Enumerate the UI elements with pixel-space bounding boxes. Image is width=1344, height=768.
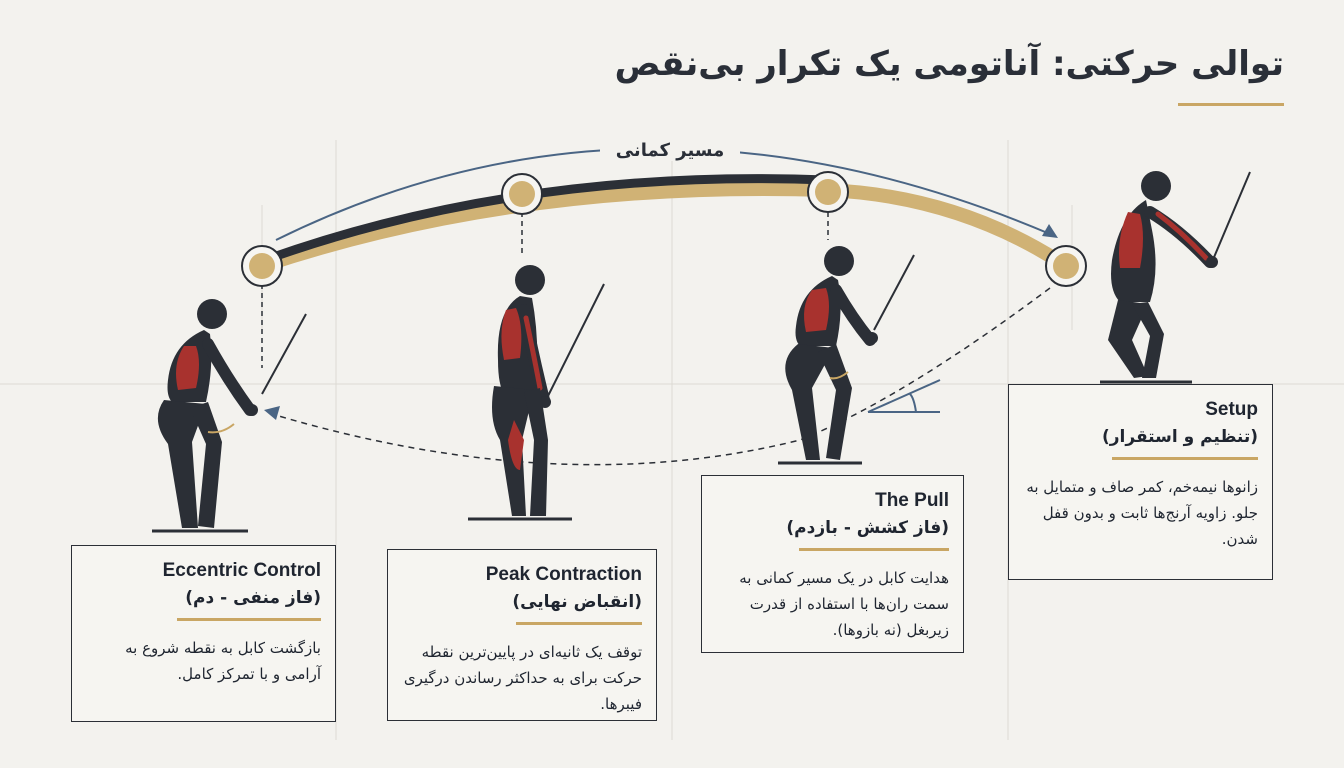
title-underline xyxy=(1178,103,1284,106)
angle-icon xyxy=(867,379,941,413)
phase-title-fa: (فاز کشش - بازدم) xyxy=(786,518,949,538)
phase-title-fa: (انقباض نهایی) xyxy=(512,592,642,612)
phase-title-en: Peak Contraction xyxy=(485,564,642,585)
arc-path-label: مسیر کمانی xyxy=(600,140,740,161)
phase-title-fa: (تنظیم و استقرار) xyxy=(1101,427,1258,447)
phase-title-underline xyxy=(516,622,642,625)
arc-node-1 xyxy=(241,245,283,287)
phase-title-underline xyxy=(1112,457,1258,460)
phase-card-eccentric: Eccentric Control (فاز منفی - دم) بازگشت… xyxy=(71,545,336,722)
phase-title-underline xyxy=(799,548,949,551)
node-drop-lines xyxy=(261,212,829,368)
person-peak-icon xyxy=(492,265,605,516)
arc-node-2 xyxy=(501,173,543,215)
return-arrowhead-icon xyxy=(264,406,280,420)
phase-title-underline xyxy=(177,618,321,621)
arc-node-3 xyxy=(807,171,849,213)
person-setup-icon xyxy=(1108,171,1251,378)
phase-description: هدایت کابل در یک مسیر کمانی به سمت ران‌ه… xyxy=(739,569,949,639)
phase-description: بازگشت کابل به نقطه شروع به آرامی و با ت… xyxy=(125,639,321,683)
arc-node-4 xyxy=(1045,245,1087,287)
return-path-arrow xyxy=(271,287,1051,466)
ground-lines xyxy=(152,380,1192,533)
arc-path-gold xyxy=(255,181,1073,273)
phase-title-en: The Pull xyxy=(875,490,949,511)
page-title: توالی حرکتی: آناتومی یک تکرار بی‌نقص xyxy=(614,44,1284,84)
phase-description: توقف یک ثانیه‌ای در پایین‌ترین نقطه حرکت… xyxy=(403,643,642,713)
phase-title-en: Setup xyxy=(1205,399,1258,420)
person-pull-icon xyxy=(785,246,915,460)
phase-card-setup: Setup (تنظیم و استقرار) زانوها نیمه‌خم، … xyxy=(1008,384,1273,580)
phase-title-en: Eccentric Control xyxy=(162,560,321,581)
arc-arrowhead-icon xyxy=(1042,224,1058,238)
phase-title-fa: (فاز منفی - دم) xyxy=(185,588,321,608)
phase-description: زانوها نیمه‌خم، کمر صاف و متمایل به جلو.… xyxy=(1026,478,1258,548)
phase-card-pull: The Pull (فاز کشش - بازدم) هدایت کابل در… xyxy=(701,475,964,653)
phase-card-peak: Peak Contraction (انقباض نهایی) توقف یک … xyxy=(387,549,657,721)
person-eccentric-icon xyxy=(157,299,307,528)
